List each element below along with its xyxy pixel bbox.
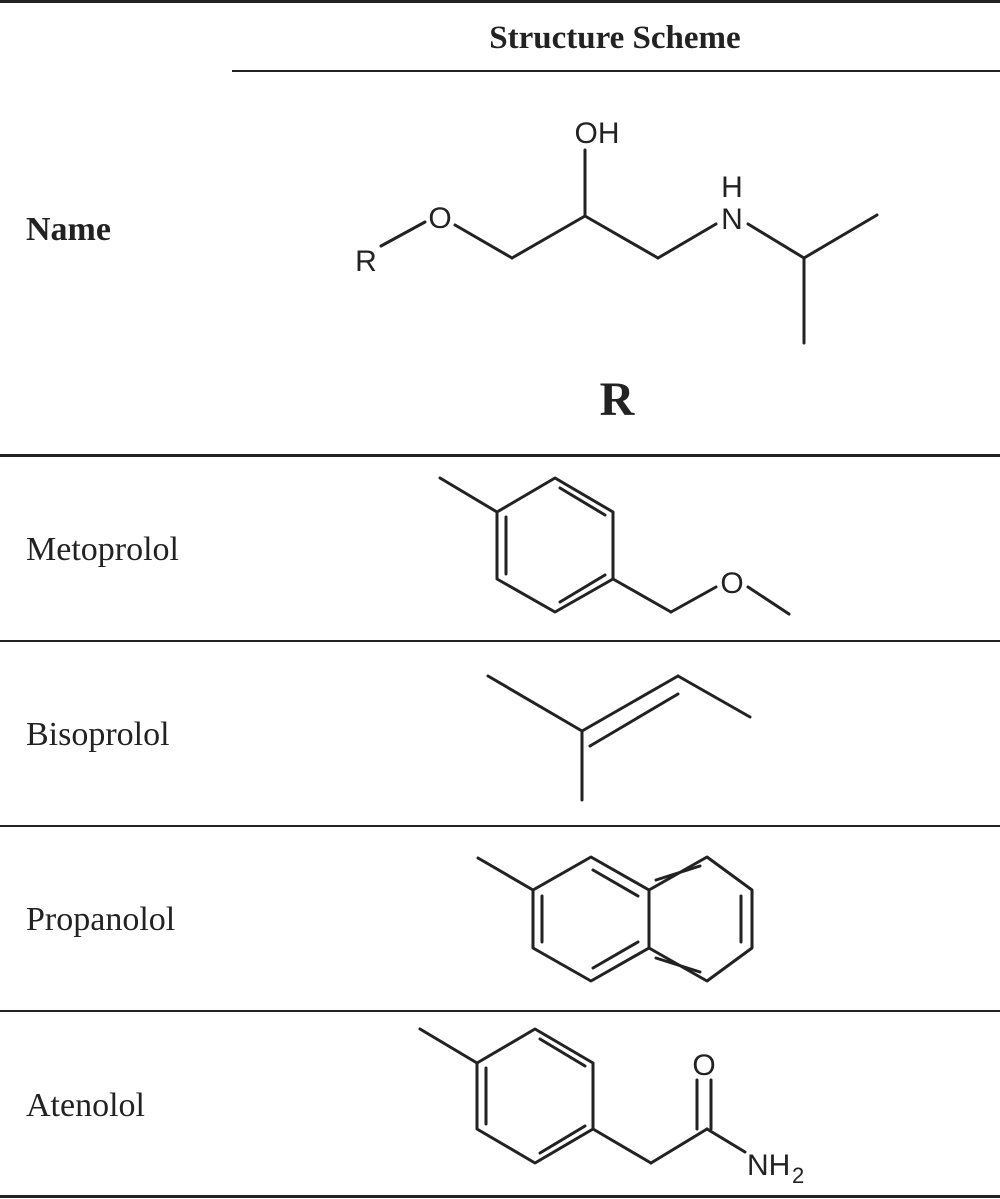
atom-amine-h: H: [721, 171, 743, 204]
row-divider-2: [0, 825, 1000, 827]
atom-ether-oxygen: O: [428, 202, 451, 235]
column-title: Structure Scheme: [489, 20, 741, 56]
drug-name-propanolol: Propanolol: [26, 901, 176, 938]
structure-atenolol: [418, 1027, 747, 1165]
drug-name-metoprolol: Metoprolol: [26, 531, 179, 568]
atom-atenolol-carbonyl-oxygen: O: [692, 1049, 715, 1082]
structure-metoprolol: [438, 476, 791, 616]
atom-r: R: [355, 245, 377, 278]
header-bottom-rule: [0, 454, 1000, 457]
drug-name-bisoprolol: Bisoprolol: [26, 716, 170, 753]
row-divider-3: [0, 1010, 1000, 1012]
atom-amine-n: N: [721, 203, 743, 236]
atom-atenolol-subscript: 2: [792, 1163, 804, 1188]
atom-metoprolol-oxygen: O: [720, 567, 743, 600]
row-divider-1: [0, 640, 1000, 642]
structure-bisoprolol: [486, 674, 752, 802]
r-group-label: R: [599, 373, 635, 426]
drug-name-atenolol: Atenolol: [26, 1087, 145, 1124]
core-structure: [379, 148, 879, 345]
structure-propanolol: [476, 855, 754, 983]
atom-hydroxyl: OH: [575, 117, 620, 150]
header-subrule: [232, 70, 1000, 72]
table-top-rule: [0, 0, 1000, 3]
atom-atenolol-nh: NH: [747, 1149, 790, 1182]
table-bottom-rule: [0, 1195, 1000, 1198]
row-header-name: Name: [26, 211, 111, 248]
